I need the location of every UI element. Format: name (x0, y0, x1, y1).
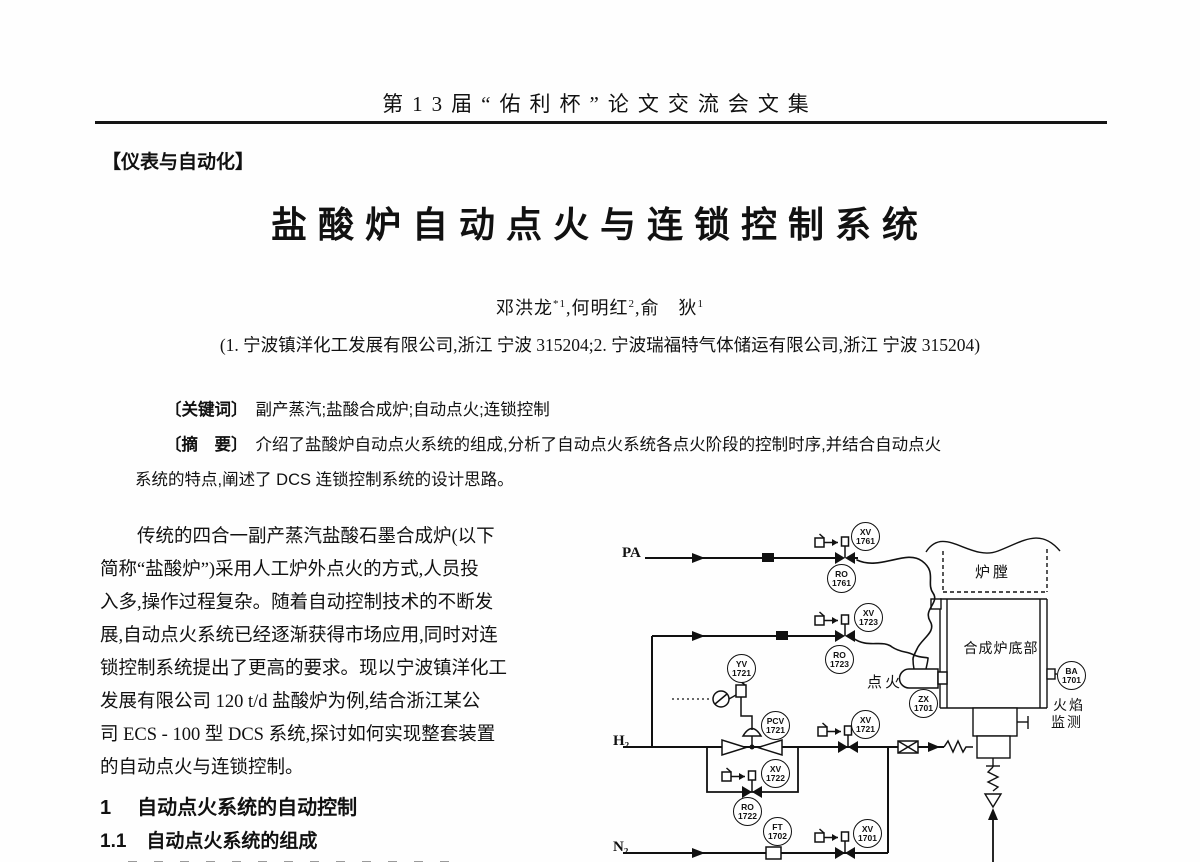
body-line: 传统的四合一副产蒸汽盐酸石墨合成炉(以下 (137, 527, 495, 547)
abstract-line-2: 系统的特点,阐述了 DCS 连锁控制系统的设计思路。 (135, 471, 514, 489)
keywords-text: 副产蒸汽;盐酸合成炉;自动点火;连锁控制 (255, 401, 550, 419)
bubble-num: 1761 (856, 535, 875, 546)
xv-valve (814, 611, 856, 643)
bubble-tag: FT (772, 821, 783, 832)
header-rule (95, 121, 1107, 124)
body-line: 发展有限公司 120 t/d 盐酸炉为例,结合浙江某公 (100, 692, 481, 712)
h2-line-group (623, 739, 973, 793)
n2-line-label: N₂ (613, 839, 629, 855)
author-name: 邓洪龙 (496, 298, 553, 318)
bubble-num: 1701 (1062, 674, 1081, 685)
body-line: 司 ECS - 100 型 DCS 系统,探讨如何实现整套装置 (100, 725, 496, 745)
bubble-num: 1702 (768, 830, 787, 841)
bubble-num: 1722 (766, 772, 785, 783)
abstract-block: 〔关键词〕副产蒸汽;盐酸合成炉;自动点火;连锁控制 〔摘 要〕介绍了盐酸炉自动点… (135, 398, 1085, 503)
section-title: 自动点火系统的自动控制 (137, 797, 358, 819)
bubble-tag: XV (861, 823, 874, 834)
bubble-num: 1721 (856, 723, 875, 734)
body-line: 锁控制系统提出了更高的要求。现以宁波镇洋化工 (100, 659, 508, 679)
body-column: 传统的四合一副产蒸汽盐酸石墨合成炉(以下 简称“盐酸炉”)采用人工炉外点火的方式… (100, 521, 594, 862)
flame-monitor-label-2: 监测 (1051, 716, 1083, 731)
abstract-text: 介绍了盐酸炉自动点火系统的组成,分析了自动点火系统各点火阶段的控制时序,并结合自… (255, 436, 942, 454)
author-name: ,何明红 (566, 298, 629, 318)
bubble-tag: BA (1065, 665, 1078, 676)
section-number: 1.1 (100, 831, 127, 852)
flame-monitor-label-1: 火焰 (1053, 699, 1085, 714)
bubble-tag: ZX (918, 693, 929, 704)
bubble-num: 1723 (830, 658, 849, 669)
bubble-num: 1721 (766, 724, 785, 735)
section-1-1-heading: 1.1 自动点火系统的组成 (100, 825, 594, 858)
body-line: 展,自动点火系统已经逐渐获得市场应用,同时对连 (100, 626, 498, 646)
body-line: 的自动点火与连锁控制。 (100, 758, 304, 778)
bubble-tag: YV (735, 658, 748, 669)
body-line: 简称“盐酸炉”)采用人工炉外点火的方式,人员投 (100, 560, 479, 580)
bubble-tag: XV (862, 607, 875, 618)
h2-line-label: H₂ (613, 733, 630, 749)
body-line: 入多,操作过程复杂。随着自动控制技术的不断发 (100, 593, 494, 613)
bubble-tag: RO (741, 801, 754, 812)
pid-diagram-svg (623, 533, 1061, 862)
ignition-label: 点火 (867, 675, 904, 691)
bubble-tag: PCV (766, 715, 785, 726)
bubble-tag: XV (859, 714, 872, 725)
category-tag: 【仪表与自动化】 (102, 152, 255, 173)
author-affil-mark: 1 (697, 298, 704, 310)
bubble-tag: XV (769, 763, 782, 774)
abstract-label: 〔摘 要〕 (165, 436, 248, 454)
bubble-num: 1761 (832, 577, 851, 588)
section-number: 1 (100, 797, 112, 819)
affiliation-line: (1. 宁波镇洋化工发展有限公司,浙江 宁波 315204;2. 宁波瑞福特气体… (219, 335, 981, 355)
section-1-heading: 1 自动点火系统的自动控制 (100, 792, 594, 825)
bubble-num: 1723 (859, 616, 878, 627)
burner-group (972, 707, 1029, 862)
bubble-tag: RO (835, 568, 848, 579)
bubble-num: 1701 (858, 832, 877, 843)
author-name: ,俞 狄 (635, 298, 698, 318)
authors-line: 邓洪龙*1,何明红2,俞 狄1 (0, 294, 1200, 320)
bubble-num: 1722 (738, 810, 757, 821)
furnace-chamber-label: 炉膛 (974, 565, 1011, 581)
keywords-line: 〔关键词〕副产蒸汽;盐酸合成炉;自动点火;连锁控制 (135, 398, 1085, 433)
author-affil-mark: 2 (628, 298, 635, 310)
xv-valve (814, 533, 856, 565)
bubble-tag: RO (833, 649, 846, 660)
author-affil-mark: *1 (553, 298, 566, 310)
pcv-valve-group (672, 679, 783, 757)
bubble-tag: XV (859, 526, 872, 537)
flex-hose-group (852, 556, 936, 660)
bubble-num: 1721 (732, 667, 751, 678)
bubble-num: 1701 (914, 702, 933, 713)
ignition-h2-line-group (651, 631, 835, 747)
abstract-line-1: 〔摘 要〕介绍了盐酸炉自动点火系统的组成,分析了自动点火系统各点火阶段的控制时序… (135, 433, 1085, 468)
pa-line-label: PA (622, 545, 641, 561)
furnace-bottom-label: 合成炉底部 (963, 642, 1039, 657)
xv-valve (814, 828, 856, 860)
article-title: 盐酸炉自动点火与连锁控制系统 (270, 205, 929, 245)
section-title: 自动点火系统的组成 (146, 831, 318, 852)
xv-valve (721, 767, 763, 799)
keywords-label: 〔关键词〕 (165, 401, 248, 419)
running-title: 第13届“佑利杯”论文交流会文集 (382, 92, 818, 116)
pa-line-group (645, 553, 858, 563)
